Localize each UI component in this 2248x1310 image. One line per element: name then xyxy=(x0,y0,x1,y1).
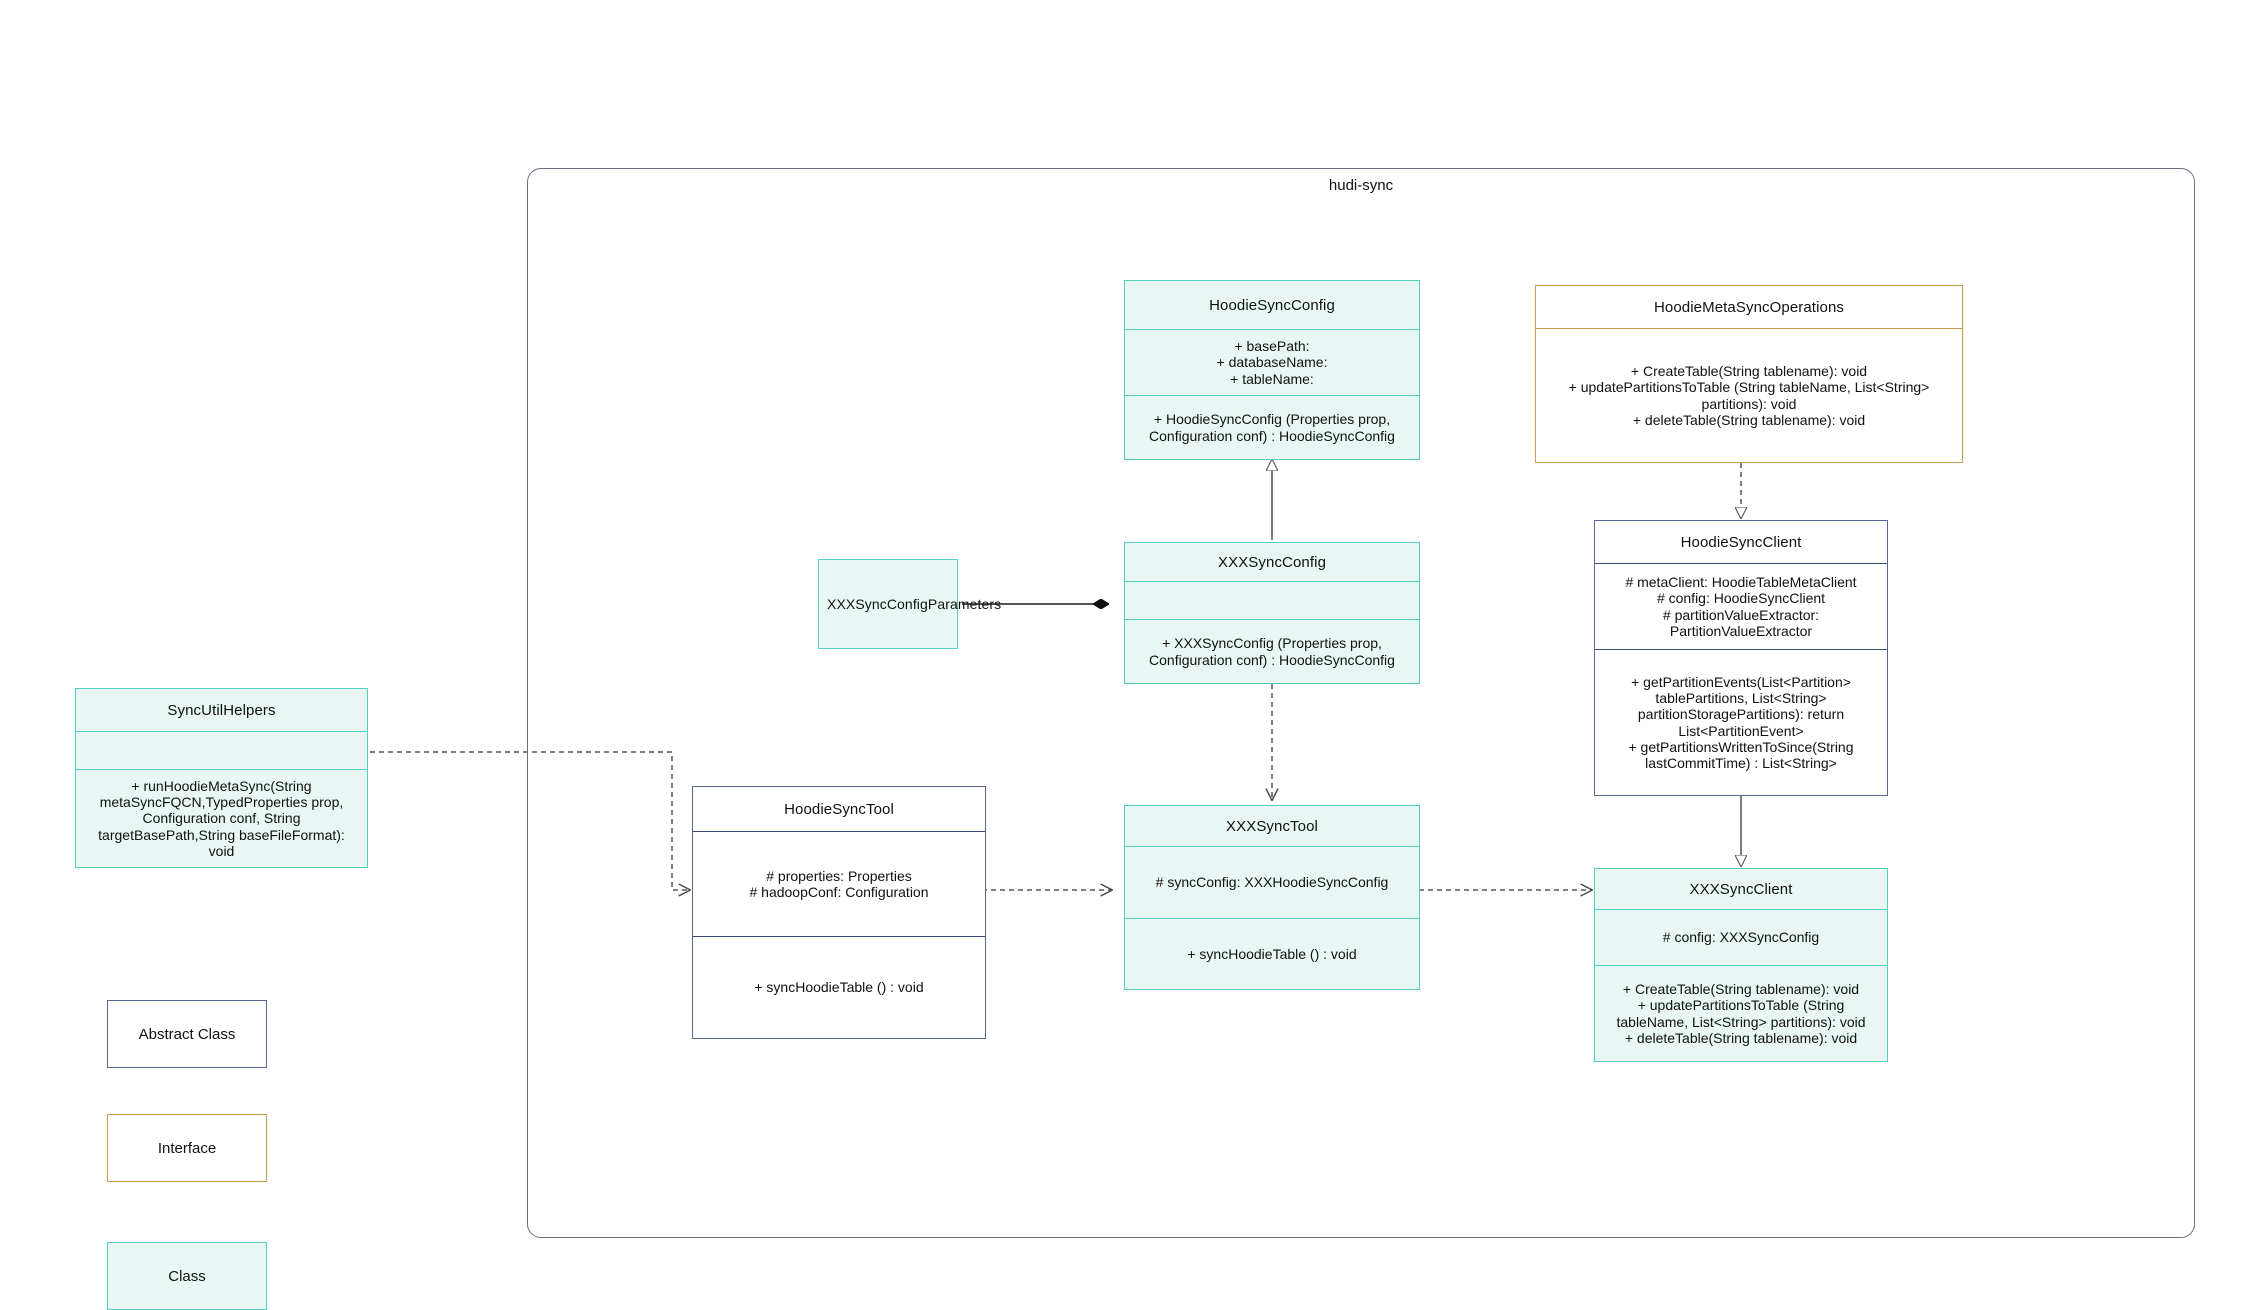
class-box-hoodie-sync-tool[interactable]: HoodieSyncTool # properties: Properties … xyxy=(692,786,986,1039)
class-attributes-sync-util-helpers xyxy=(76,731,367,769)
class-box-hoodie-meta-sync-operations[interactable]: HoodieMetaSyncOperations + CreateTable(S… xyxy=(1535,285,1963,463)
class-attributes-hoodie-sync-client: # metaClient: HoodieTableMetaClient # co… xyxy=(1595,563,1887,649)
class-methods-hoodie-sync-config: + HoodieSyncConfig (Properties prop, Con… xyxy=(1125,395,1419,459)
package-frame-hudi-sync xyxy=(527,168,2195,1238)
class-methods-hoodie-sync-client: + getPartitionEvents(List<Partition> tab… xyxy=(1595,649,1887,795)
class-title-sync-util-helpers: SyncUtilHelpers xyxy=(167,701,276,719)
class-title-hoodie-sync-config: HoodieSyncConfig xyxy=(1209,296,1335,314)
class-attributes-xxx-sync-tool: # syncConfig: XXXHoodieSyncConfig xyxy=(1125,846,1419,918)
class-title-xxx-sync-client: XXXSyncClient xyxy=(1689,880,1793,898)
class-box-hoodie-sync-client[interactable]: HoodieSyncClient # metaClient: HoodieTab… xyxy=(1594,520,1888,796)
class-attributes-xxx-sync-config xyxy=(1125,581,1419,619)
class-title-xxx-sync-config-parameters: XXXSyncConfigParameters xyxy=(827,595,1002,612)
legend-label-abstract-class: Abstract Class xyxy=(138,1025,236,1043)
class-attributes-xxx-sync-client: # config: XXXSyncConfig xyxy=(1595,909,1887,965)
class-methods-sync-util-helpers: + runHoodieMetaSync(String metaSyncFQCN,… xyxy=(76,769,367,867)
class-attributes-hoodie-sync-config: + basePath: + databaseName: + tableName: xyxy=(1125,329,1419,395)
class-box-xxx-sync-client[interactable]: XXXSyncClient # config: XXXSyncConfig + … xyxy=(1594,868,1888,1062)
legend-item-class: Class xyxy=(107,1242,267,1310)
legend-label-interface: Interface xyxy=(157,1139,217,1157)
class-box-xxx-sync-tool[interactable]: XXXSyncTool # syncConfig: XXXHoodieSyncC… xyxy=(1124,805,1420,990)
package-title: hudi-sync xyxy=(1328,177,1394,194)
class-title-hoodie-meta-sync-operations: HoodieMetaSyncOperations xyxy=(1653,298,1844,316)
class-box-xxx-sync-config-parameters[interactable]: XXXSyncConfigParameters xyxy=(818,559,1002,649)
legend-item-abstract-class: Abstract Class xyxy=(107,1000,267,1068)
class-title-hoodie-sync-client: HoodieSyncClient xyxy=(1680,533,1802,551)
class-methods-hoodie-sync-tool: + syncHoodieTable () : void xyxy=(693,936,985,1038)
class-methods-xxx-sync-tool: + syncHoodieTable () : void xyxy=(1125,918,1419,989)
class-title-xxx-sync-tool: XXXSyncTool xyxy=(1226,817,1318,835)
legend-label-class: Class xyxy=(168,1267,206,1285)
class-box-xxx-sync-config[interactable]: XXXSyncConfig + XXXSyncConfig (Propertie… xyxy=(1124,542,1420,684)
class-methods-xxx-sync-config: + XXXSyncConfig (Properties prop, Config… xyxy=(1125,619,1419,683)
class-title-hoodie-sync-tool: HoodieSyncTool xyxy=(784,800,894,818)
class-methods-xxx-sync-client: + CreateTable(String tablename): void + … xyxy=(1595,965,1887,1061)
legend-item-interface: Interface xyxy=(107,1114,267,1182)
class-title-xxx-sync-config: XXXSyncConfig xyxy=(1217,553,1327,571)
class-box-sync-util-helpers[interactable]: SyncUtilHelpers + runHoodieMetaSync(Stri… xyxy=(75,688,368,868)
class-attributes-hoodie-sync-tool: # properties: Properties # hadoopConf: C… xyxy=(693,831,985,936)
class-box-hoodie-sync-config[interactable]: HoodieSyncConfig + basePath: + databaseN… xyxy=(1124,280,1420,460)
class-methods-hoodie-meta-sync-operations: + CreateTable(String tablename): void + … xyxy=(1536,328,1962,462)
